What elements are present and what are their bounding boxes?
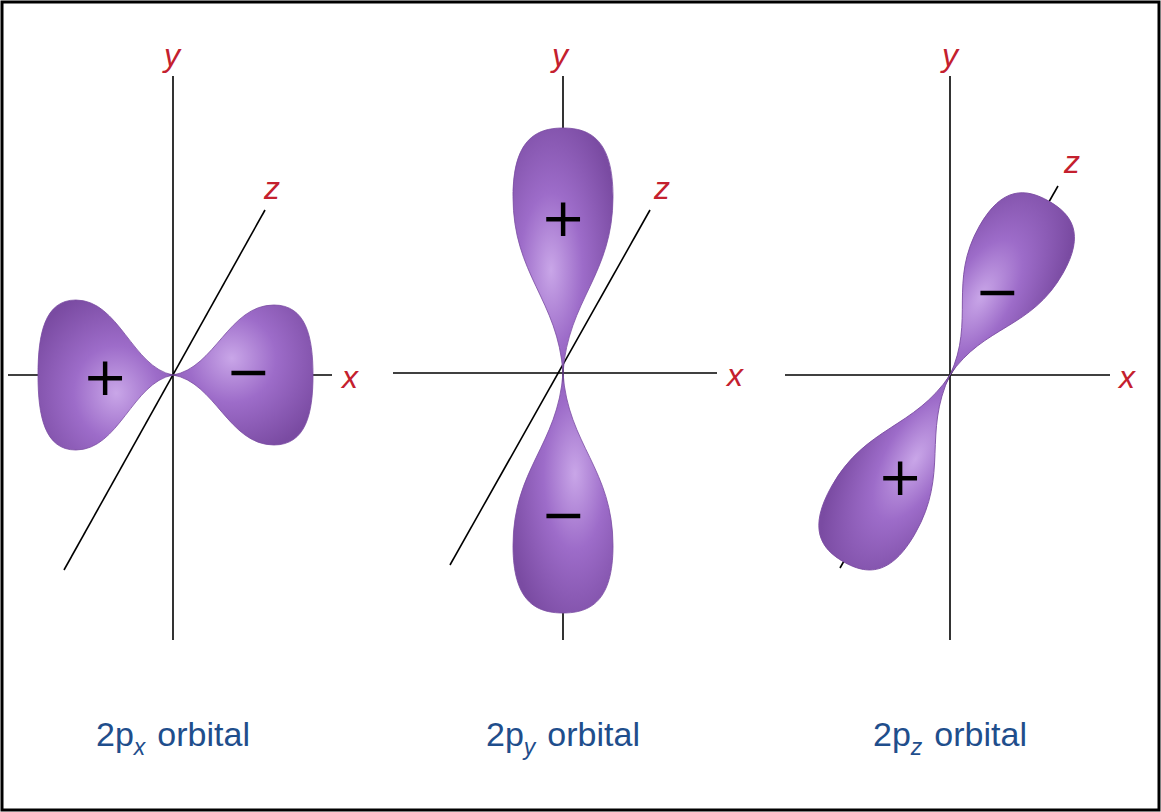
lobe-outline [513, 128, 613, 373]
lobe-outline [908, 177, 1090, 398]
phase-sign: − [540, 488, 585, 542]
phase-sign: − [225, 345, 270, 399]
lobe-outline [173, 305, 313, 445]
orbital-lobe: + [37, 300, 173, 450]
caption-text: 2p [873, 716, 911, 753]
axis-label: y [164, 39, 180, 71]
axis-label: y [552, 39, 568, 71]
orbital-lobe: + [802, 351, 992, 586]
lobe-outline [513, 373, 613, 613]
axis-label: z [1064, 146, 1080, 178]
orbital-caption: 2pxorbital [96, 716, 250, 753]
axis-label: z [654, 172, 670, 204]
caption-text: orbital [547, 716, 640, 753]
orbital-caption: 2pyorbital [486, 716, 640, 753]
axis-label: x [1119, 361, 1135, 393]
y-axis [172, 76, 174, 640]
lobe-outline [38, 300, 173, 450]
orbital-lobe: − [908, 177, 1091, 399]
caption-text: 2p [486, 716, 524, 753]
orbital-subscript: z [911, 735, 923, 760]
y-axis [949, 76, 951, 640]
caption-text: orbital [934, 716, 1027, 753]
axis-label: x [342, 361, 358, 393]
orbital-subscript: y [524, 735, 536, 760]
x-axis [785, 374, 1110, 376]
orbital-lobe: − [173, 305, 313, 445]
axis-label: y [942, 39, 958, 71]
phase-sign: + [877, 450, 922, 504]
axis-label: z [264, 172, 280, 204]
phase-sign: + [82, 350, 127, 404]
phase-sign: − [974, 265, 1019, 319]
x-axis [393, 372, 717, 374]
orbital-lobe: − [513, 373, 613, 613]
caption-text: 2p [96, 716, 134, 753]
orbital-caption: 2pzorbital [873, 716, 1027, 753]
axis-label: x [727, 359, 743, 391]
lobe-outline [802, 351, 992, 585]
phase-sign: + [540, 191, 585, 245]
caption-text: orbital [157, 716, 250, 753]
orbital-subscript: x [134, 735, 146, 760]
orbital-lobe: + [513, 128, 613, 373]
lobe-shape [513, 128, 613, 373]
